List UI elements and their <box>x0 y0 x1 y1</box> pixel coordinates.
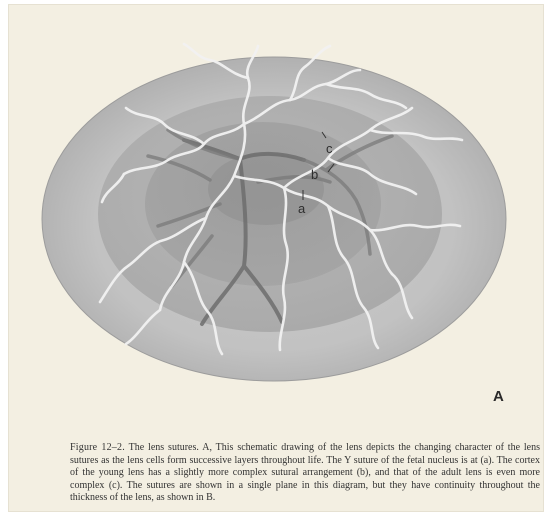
caption-figure-number: Figure 12–2. <box>70 442 125 453</box>
label-a: a <box>298 201 305 216</box>
label-b: b <box>311 167 318 182</box>
lens-sutures-diagram <box>8 4 544 424</box>
figure-caption: Figure 12–2. The lens sutures. A, This s… <box>70 442 540 505</box>
book-page: a b c A Figure 12–2. The lens sutures. A… <box>8 4 544 512</box>
caption-text: The lens sutures. A, This schematic draw… <box>70 442 540 503</box>
label-c: c <box>326 141 333 156</box>
panel-letter: A <box>493 388 504 405</box>
